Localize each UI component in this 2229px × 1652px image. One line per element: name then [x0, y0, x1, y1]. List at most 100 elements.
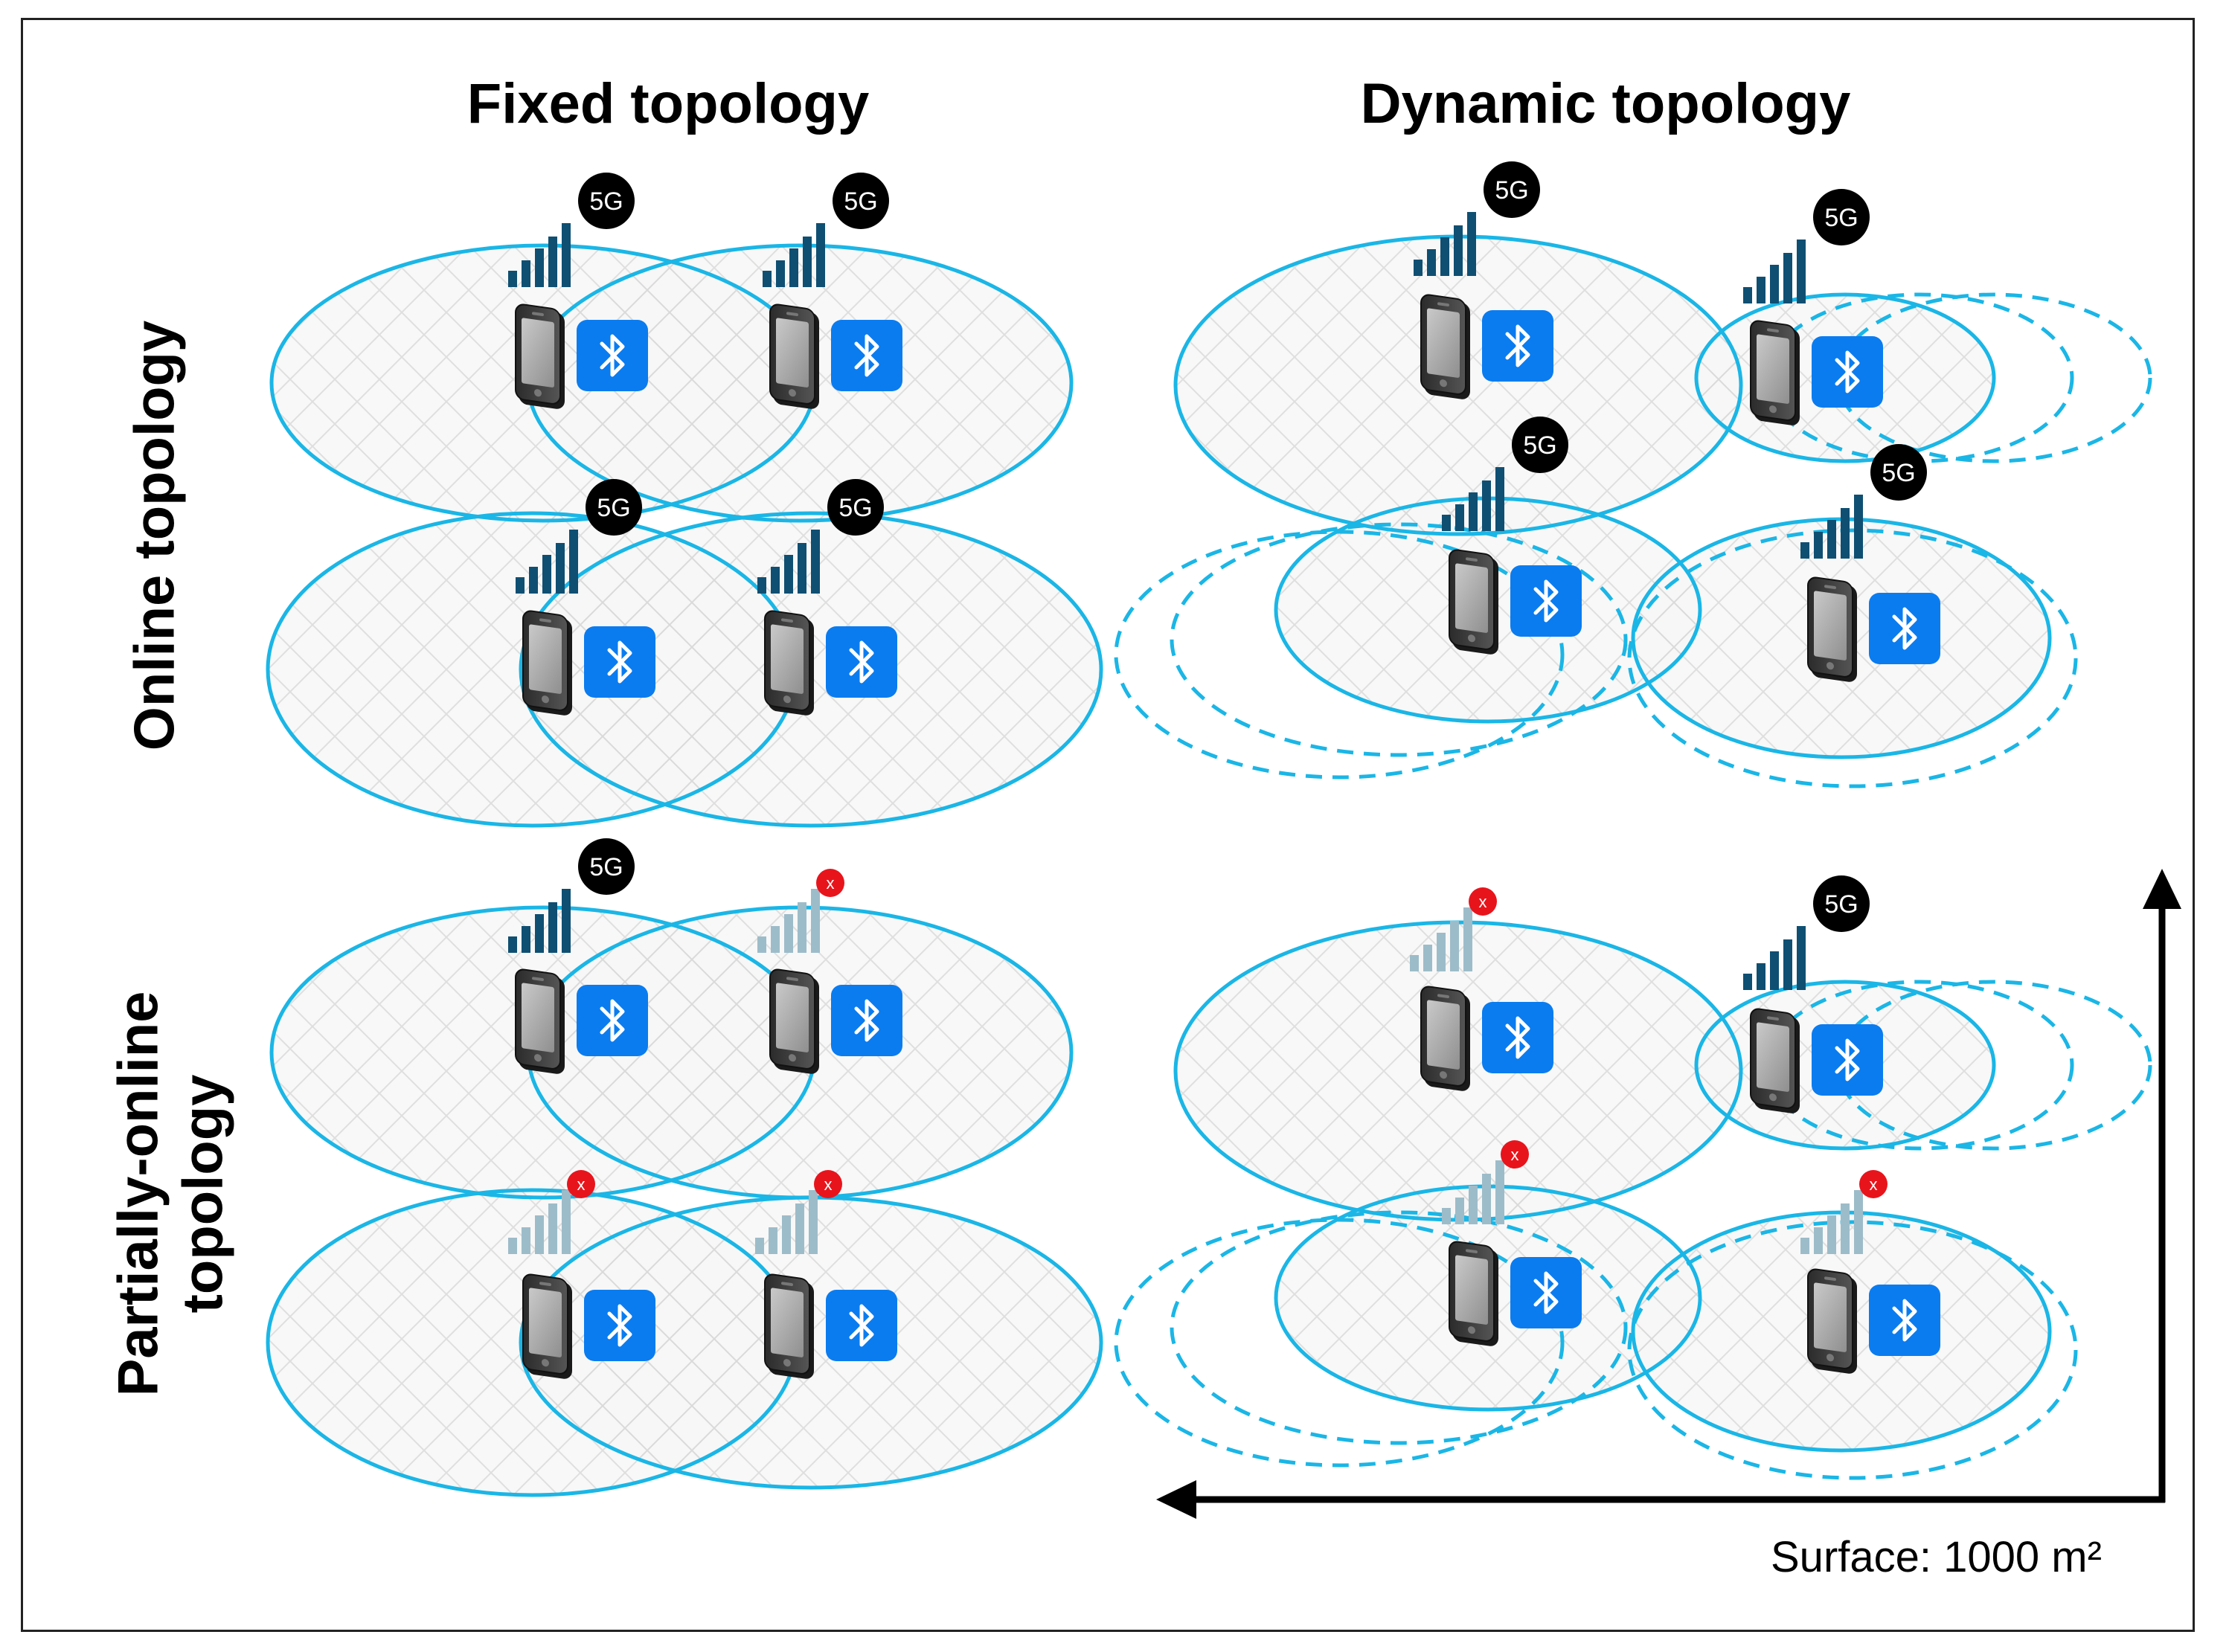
signal-bar — [755, 1238, 764, 1254]
badge-5g-icon: 5G — [827, 479, 884, 536]
offline-x-text: x — [577, 1175, 586, 1194]
smartphone-icon — [1807, 576, 1857, 682]
offline-x-text: x — [827, 874, 835, 893]
offline-x-icon: x — [1859, 1170, 1888, 1198]
surface-axis — [1156, 869, 2181, 1519]
signal-bars-icon — [757, 530, 820, 594]
device: 5G — [1414, 161, 1553, 399]
bluetooth-icon — [1510, 1257, 1582, 1328]
device: 5G — [516, 479, 655, 716]
vertical-axis-arrowhead — [2143, 869, 2181, 909]
badge-5g-text: 5G — [844, 187, 877, 216]
smartphone-icon — [1420, 294, 1470, 399]
offline-x-icon: x — [1469, 887, 1497, 916]
bluetooth-icon — [577, 985, 648, 1056]
signal-bar — [782, 1215, 791, 1254]
offline-x-icon: x — [567, 1170, 595, 1198]
signal-bar — [562, 889, 571, 953]
badge-5g-icon: 5G — [833, 173, 889, 229]
signal-bars-icon — [516, 530, 578, 594]
badge-5g-text: 5G — [1824, 890, 1858, 919]
signal-bar — [569, 530, 578, 594]
online-topology-title: Online topology — [123, 320, 187, 751]
bluetooth-icon — [831, 985, 902, 1056]
signal-bar — [1854, 1190, 1863, 1254]
signal-bar — [795, 1203, 804, 1254]
bluetooth-icon — [826, 1290, 897, 1361]
signal-bar — [1455, 504, 1464, 531]
coverage-boundary-moving — [1170, 522, 1628, 757]
device: 5G — [757, 479, 897, 716]
device: 5G — [1743, 875, 1883, 1113]
signal-bar — [1450, 921, 1459, 971]
device: x — [508, 1170, 655, 1379]
offline-x-icon: x — [816, 869, 844, 897]
badge-5g-text: 5G — [1824, 204, 1858, 232]
signal-bar — [784, 555, 793, 594]
signal-bars-icon — [508, 1190, 571, 1254]
signal-bar — [1495, 1160, 1504, 1224]
partially-online-title: Partially-online topology — [106, 991, 237, 1397]
badge-5g-text: 5G — [589, 187, 623, 216]
fixed-topology-title: Fixed topology — [466, 72, 870, 135]
coverage-boundary — [519, 511, 1103, 828]
signal-bar — [816, 223, 825, 287]
signal-bar — [516, 577, 525, 594]
signal-bar — [771, 926, 780, 953]
signal-bar — [798, 543, 806, 594]
signal-bar — [803, 237, 812, 287]
device: x — [755, 1170, 897, 1379]
signal-bar — [1454, 225, 1463, 276]
smartphone-icon — [769, 303, 819, 409]
signal-bar — [1442, 1208, 1451, 1224]
bluetooth-icon — [577, 320, 648, 391]
signal-bars-icon — [1414, 212, 1476, 276]
offline-x-text: x — [824, 1175, 833, 1194]
signal-bar — [1495, 467, 1504, 531]
surface-label: Surface: 1000 m² — [1771, 1533, 2102, 1581]
signal-bar — [771, 567, 780, 594]
device: 5G — [763, 173, 902, 409]
bluetooth-icon — [1482, 1002, 1553, 1073]
coverage-layer — [266, 234, 2152, 1497]
smartphone-icon — [1449, 549, 1498, 655]
signal-bar — [548, 902, 557, 953]
signal-bars-icon — [1442, 467, 1504, 531]
offline-x-icon: x — [1501, 1140, 1529, 1169]
offline-x-icon: x — [814, 1170, 842, 1198]
signal-bar — [811, 530, 820, 594]
badge-5g-text: 5G — [1495, 176, 1528, 205]
signal-bars-icon — [755, 1190, 818, 1254]
signal-bar — [757, 936, 766, 953]
bluetooth-icon — [584, 626, 655, 698]
signal-bar — [548, 237, 557, 287]
device: x — [757, 869, 902, 1074]
device: x — [1800, 1170, 1940, 1374]
signal-bar — [548, 1203, 557, 1254]
smartphone-icon — [1449, 1241, 1498, 1346]
coverage-boundary — [1694, 292, 1996, 463]
signal-bar — [1827, 520, 1836, 559]
badge-5g-text: 5G — [1523, 431, 1556, 460]
signal-bar — [1783, 253, 1792, 303]
signal-bar — [1841, 1203, 1850, 1254]
bluetooth-icon — [584, 1290, 655, 1361]
signal-bar — [1800, 542, 1809, 559]
horizontal-axis-arrowhead — [1156, 1480, 1196, 1519]
badge-5g-icon: 5G — [1512, 417, 1568, 473]
signal-bar — [776, 260, 785, 287]
offline-x-text: x — [1511, 1145, 1519, 1164]
signal-bar — [1797, 926, 1806, 990]
smartphone-icon — [1807, 1268, 1857, 1374]
smartphone-icon — [769, 968, 819, 1074]
signal-bar — [1427, 249, 1436, 276]
signal-bars-icon — [1442, 1160, 1504, 1224]
signal-bar — [1423, 945, 1432, 971]
partially-online-line1: Partially-online — [106, 991, 170, 1397]
signal-bars-icon — [1743, 240, 1806, 303]
signal-bar — [798, 902, 806, 953]
signal-bar — [508, 1238, 517, 1254]
smartphone-icon — [515, 968, 565, 1074]
signal-bar — [1469, 1186, 1478, 1224]
